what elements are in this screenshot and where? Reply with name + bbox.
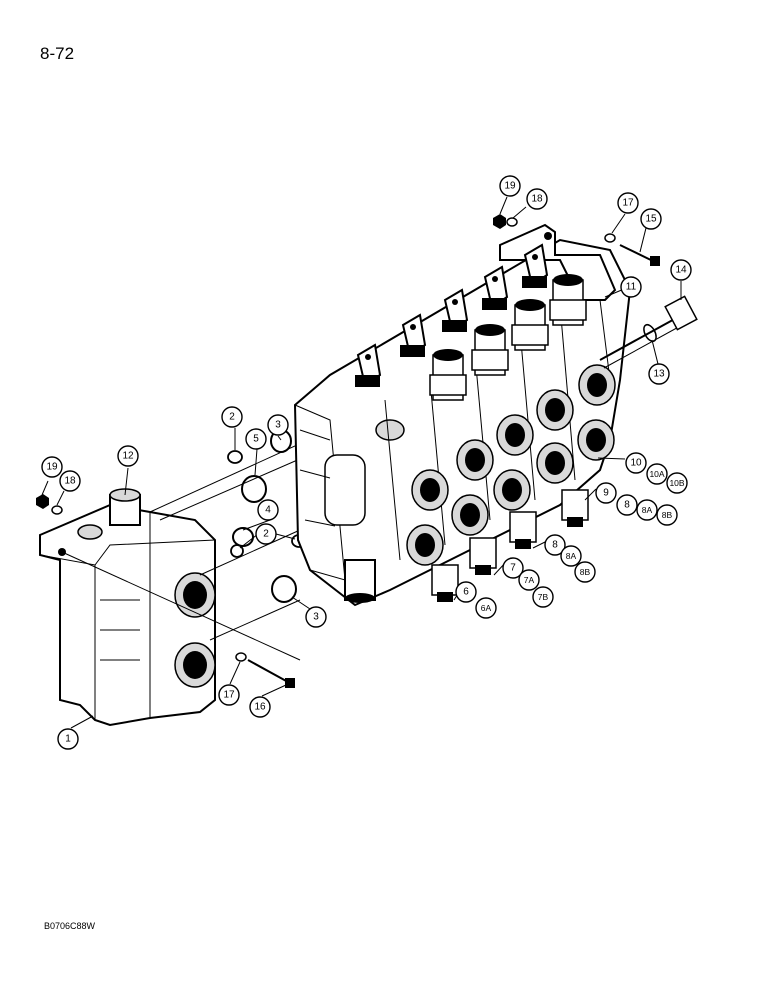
figure-code: B0706C88W [44, 921, 96, 931]
svg-text:3: 3 [313, 612, 319, 623]
callout-9: 9 [595, 482, 617, 504]
svg-text:18: 18 [64, 476, 76, 487]
callout-10A: 10A [646, 463, 668, 485]
svg-text:17: 17 [223, 690, 235, 701]
callout-8b: 8 [616, 494, 638, 516]
callout-7A: 7A [518, 569, 540, 591]
callout-3a: 3 [267, 414, 289, 436]
callout-14: 14 [670, 259, 692, 281]
svg-text:10B: 10B [669, 478, 684, 488]
svg-text:8: 8 [552, 540, 558, 551]
svg-text:8B: 8B [580, 567, 591, 577]
svg-text:2: 2 [229, 412, 235, 423]
svg-text:5: 5 [253, 434, 259, 445]
page-number: 8-72 [40, 44, 75, 63]
relief-cartridges [429, 274, 587, 401]
bottom-hardware [36, 494, 295, 688]
svg-text:7B: 7B [538, 592, 549, 602]
svg-text:8A: 8A [566, 551, 577, 561]
svg-text:8A: 8A [642, 505, 653, 515]
callout-8Ba: 8B [574, 561, 596, 583]
callout-17b: 17 [218, 684, 240, 706]
top-hardware [493, 214, 660, 266]
callout-12: 12 [117, 445, 139, 467]
callout-3b: 3 [305, 606, 327, 628]
svg-text:14: 14 [675, 265, 687, 276]
svg-text:4: 4 [265, 505, 271, 516]
callout-18a: 18 [526, 188, 548, 210]
callout-16: 16 [249, 696, 271, 718]
svg-text:18: 18 [531, 194, 543, 205]
svg-text:19: 19 [46, 462, 58, 473]
callout-17a: 17 [617, 192, 639, 214]
callout-11: 11 [620, 276, 642, 298]
svg-text:15: 15 [645, 214, 657, 225]
svg-text:12: 12 [122, 451, 134, 462]
svg-text:8B: 8B [662, 510, 673, 520]
callout-8a: 8 [544, 534, 566, 556]
svg-text:10A: 10A [649, 469, 664, 479]
svg-text:1: 1 [65, 734, 71, 745]
lower-relief-plugs [431, 489, 589, 602]
callout-8Aa: 8A [560, 545, 582, 567]
callout-6A: 6A [475, 597, 497, 619]
callout-1: 1 [57, 728, 79, 750]
svg-text:9: 9 [603, 488, 609, 499]
svg-text:17: 17 [622, 198, 634, 209]
svg-text:2: 2 [263, 529, 269, 540]
work-ports [406, 364, 616, 566]
callout-10: 10 [625, 452, 647, 474]
svg-text:13: 13 [653, 369, 665, 380]
callout-4: 4 [257, 499, 279, 521]
spool-clevises [355, 243, 549, 387]
svg-text:8: 8 [624, 500, 630, 511]
tie-bolt [599, 295, 698, 369]
callout-5: 5 [245, 428, 267, 450]
callout-7: 7 [502, 557, 524, 579]
callout-10B: 10B [666, 472, 688, 494]
callout-15: 15 [640, 208, 662, 230]
svg-text:7A: 7A [524, 575, 535, 585]
svg-text:10: 10 [630, 458, 642, 469]
svg-text:16: 16 [254, 702, 266, 713]
callout-13: 13 [648, 363, 670, 385]
callout-18b: 18 [59, 470, 81, 492]
svg-text:11: 11 [626, 282, 637, 293]
callout-2b: 2 [255, 523, 277, 545]
svg-text:7: 7 [510, 563, 516, 574]
callout-7B: 7B [532, 586, 554, 608]
callout-6: 6 [455, 581, 477, 603]
svg-text:19: 19 [504, 181, 516, 192]
svg-text:3: 3 [275, 420, 281, 431]
inlet-end-cover [39, 488, 216, 727]
svg-text:6A: 6A [481, 603, 492, 613]
callout-19b: 19 [41, 456, 63, 478]
svg-text:6: 6 [463, 587, 469, 598]
callout-19a: 19 [499, 175, 521, 197]
callout-8Ab: 8A [636, 499, 658, 521]
callout-8Bb: 8B [656, 504, 678, 526]
callout-2a: 2 [221, 406, 243, 428]
